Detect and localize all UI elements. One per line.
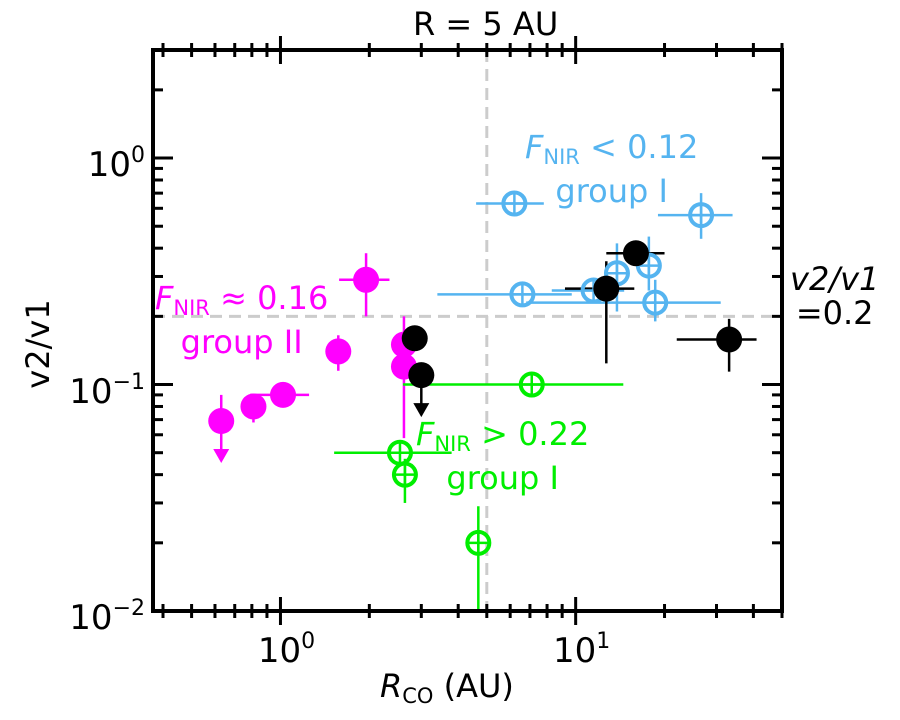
data-point-filled <box>353 266 380 293</box>
annotation-blue-group: FNIR < 0.12 group I <box>525 130 698 208</box>
error-bars <box>213 193 757 611</box>
data-point-filled <box>208 408 235 435</box>
reference-lines <box>153 50 782 611</box>
ann-rel: > 0.22 <box>470 415 590 453</box>
x-axis-label-var: R <box>380 667 403 705</box>
chart-title: R = 5 AU <box>413 5 559 43</box>
annotation-magenta-group: FNIR ≈ 0.16 group II <box>155 281 328 359</box>
x-axis-label-sub: CO <box>402 684 434 708</box>
data-point-filled <box>408 362 435 389</box>
ann-var: F <box>155 279 174 317</box>
plot-frame <box>151 48 784 613</box>
data-point-filled <box>716 326 743 353</box>
ann-sub: NIR <box>434 432 471 456</box>
axes-frame <box>151 36 784 625</box>
tick-label: 10−2 <box>69 596 145 638</box>
upper-limit-arrow-icon <box>213 449 230 464</box>
ann-line1: v2/v1 <box>790 260 880 298</box>
data-point-filled <box>622 240 649 267</box>
data-point-filled <box>593 275 620 302</box>
annotation-green-group: FNIR > 0.22 group I <box>416 417 589 495</box>
x-axis-label-unit: (AU) <box>433 667 514 705</box>
x-axis-label: RCO (AU) <box>380 666 514 716</box>
tick-label: 101 <box>553 629 611 671</box>
ann-line2: =0.2 <box>795 294 874 332</box>
ann-var: F <box>525 128 544 166</box>
data-point-filled <box>325 338 352 365</box>
tick-label: 100 <box>87 143 145 186</box>
ann-var: F <box>416 415 435 453</box>
tick-label: 10−1 <box>69 369 145 412</box>
data-point-filled <box>401 325 428 352</box>
annotation-ratio-threshold: v2/v1 =0.2 <box>790 262 879 330</box>
y-axis-label: v2/v1 <box>19 299 57 389</box>
ann-sub: NIR <box>543 145 580 169</box>
ann-rel: < 0.12 <box>579 128 699 166</box>
upper-limit-arrow-icon <box>413 403 430 418</box>
ann-line2: group II <box>180 323 303 361</box>
ann-sub: NIR <box>173 296 210 320</box>
ann-line2: group I <box>555 172 668 210</box>
ann-line2: group I <box>446 459 559 497</box>
data-point-filled <box>240 393 267 420</box>
data-points <box>208 190 743 556</box>
ann-rel: ≈ 0.16 <box>209 279 329 317</box>
tick-label: 100 <box>257 629 316 671</box>
data-point-filled <box>270 381 297 408</box>
